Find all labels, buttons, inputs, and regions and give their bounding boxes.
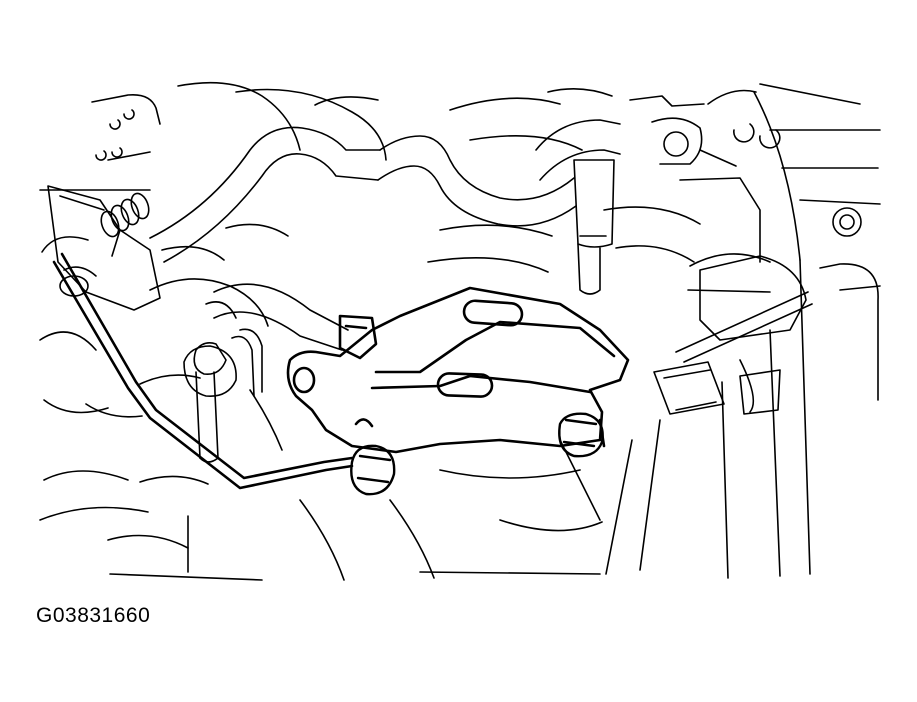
hose-clip xyxy=(573,159,615,295)
main-bracket-plate xyxy=(286,286,630,454)
left-mounting-bracket xyxy=(47,185,161,311)
engine-background-contours xyxy=(39,81,881,581)
connecting-rod xyxy=(52,252,606,490)
upper-right-components xyxy=(651,117,807,341)
figure-id-label: G03831660 xyxy=(36,604,151,627)
coolant-hoses xyxy=(149,119,621,351)
ball-joint-nuts xyxy=(350,412,604,496)
electrical-connector xyxy=(653,291,813,415)
vertical-rod-with-nut xyxy=(183,301,263,463)
